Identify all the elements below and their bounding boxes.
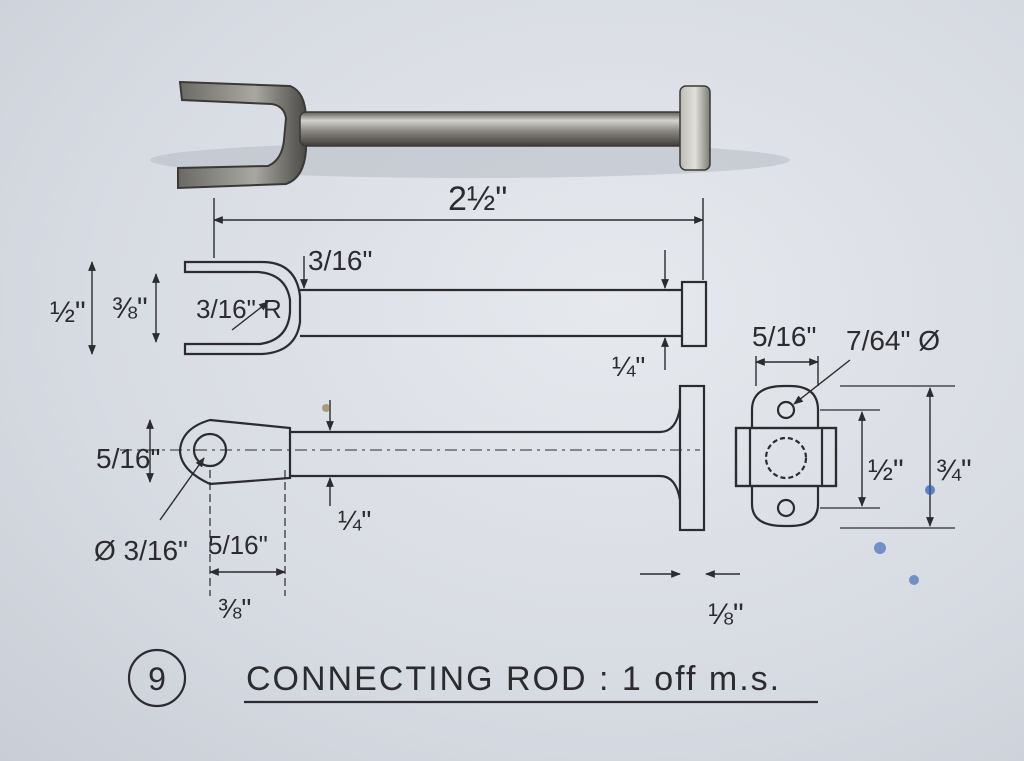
dim-inner-radius: 3/16" R bbox=[196, 294, 282, 324]
part-number: 9 bbox=[148, 661, 166, 697]
dim-eye-hole: Ø 3/16" bbox=[94, 535, 188, 566]
dim-end-hole: 7/64" Ø bbox=[846, 325, 940, 356]
top-view bbox=[88, 198, 708, 370]
dim-hole-spacing: ½" bbox=[868, 454, 904, 487]
dim-flange-thickness: ⅛" bbox=[708, 598, 744, 631]
side-view bbox=[120, 384, 740, 596]
ink-stain bbox=[874, 542, 886, 554]
dim-eye-height: 5/16" bbox=[96, 443, 160, 474]
dim-overall-length: 2½" bbox=[448, 180, 507, 218]
dim-stem-neck: 3/16" bbox=[308, 245, 372, 276]
dim-end-width: 5/16" bbox=[752, 321, 816, 352]
dim-fork-height: ½" bbox=[50, 296, 86, 329]
connecting-rod-photo bbox=[150, 80, 790, 190]
dim-rod-dia-side: ¼" bbox=[338, 505, 371, 536]
drawing-title: CONNECTING ROD : 1 off m.s. bbox=[246, 660, 781, 698]
dim-eye-offset: 5/16" bbox=[208, 530, 268, 560]
end-view bbox=[734, 356, 955, 529]
ink-stain bbox=[909, 575, 919, 585]
ink-stain bbox=[925, 485, 935, 495]
part-number-circle bbox=[127, 648, 187, 708]
dim-end-height: ¾" bbox=[936, 454, 972, 487]
rust-stain bbox=[322, 404, 330, 412]
dim-fork-gap: ⅜" bbox=[112, 292, 148, 325]
dim-eye-length: ⅜" bbox=[218, 593, 251, 624]
dim-rod-dia-top: ¼" bbox=[612, 351, 645, 382]
